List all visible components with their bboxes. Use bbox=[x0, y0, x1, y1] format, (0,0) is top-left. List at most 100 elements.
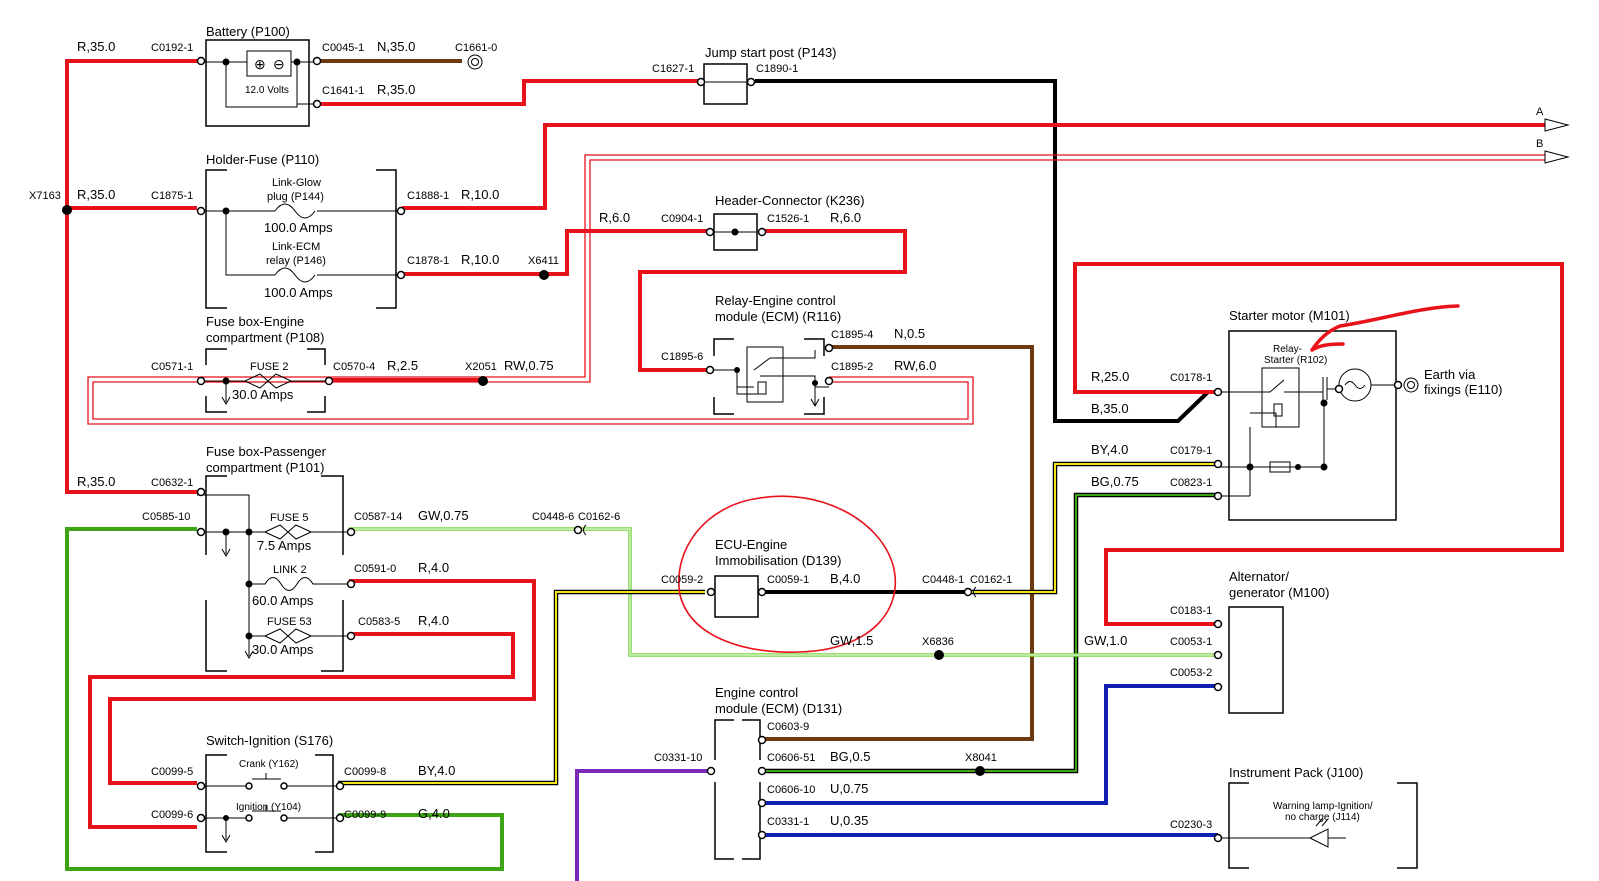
fuse-box-passenger-title-1: Fuse box-Passenger bbox=[206, 444, 327, 459]
label-c0591-0: C0591-0 bbox=[354, 563, 396, 575]
label-c0583-5: C0583-5 bbox=[358, 616, 400, 628]
pin-c0162-1 bbox=[973, 586, 977, 598]
link-glow-label-2: plug (P144) bbox=[267, 191, 324, 203]
label-c0448-6: C0448-6 bbox=[532, 511, 574, 523]
pin-c0606-10 bbox=[757, 798, 767, 808]
wire-green-bg bbox=[760, 494, 1218, 772]
fuse-53-amps: 30.0 Amps bbox=[252, 642, 314, 657]
ignition-switch-box bbox=[205, 754, 334, 853]
pin-c0178-1 bbox=[1213, 387, 1223, 397]
splice-x6836 bbox=[934, 650, 944, 660]
link-2-label: LINK 2 bbox=[273, 564, 307, 576]
battery-cell bbox=[246, 50, 292, 77]
pin-c0448-6 bbox=[573, 525, 583, 535]
fuse-box-passenger-node-2 bbox=[245, 528, 253, 536]
fuse-2-label: FUSE 2 bbox=[250, 361, 289, 373]
wire-label-u035: U,0.35 bbox=[830, 813, 868, 828]
offpage-label-a: A bbox=[1536, 106, 1544, 118]
ignition-node bbox=[223, 815, 229, 821]
crank-label: Crank (Y162) bbox=[239, 759, 298, 770]
wire-label-bg075: BG,0.75 bbox=[1091, 474, 1139, 489]
wire-label-gw1: GW,1.0 bbox=[1084, 633, 1127, 648]
warning-lamp-label-1: Warning lamp-Ignition/ bbox=[1273, 801, 1373, 812]
pin-c0603-9 bbox=[757, 735, 767, 745]
label-c0099-5: C0099-5 bbox=[151, 766, 193, 778]
label-c1641-1: C1641-1 bbox=[322, 85, 364, 97]
relay-ecm-coil bbox=[757, 381, 767, 395]
label-x8041: X8041 bbox=[965, 752, 997, 764]
label-c0603-9: C0603-9 bbox=[767, 721, 809, 733]
wire-red-c1641 bbox=[319, 79, 700, 106]
ignition-title: Switch-Ignition (S176) bbox=[206, 733, 333, 748]
wires bbox=[65, 59, 1564, 881]
label-x6411: X6411 bbox=[528, 255, 559, 267]
relay-ecm-coil-frame bbox=[746, 346, 784, 403]
crank-contact-r bbox=[280, 782, 288, 790]
wire-label-b35: B,35.0 bbox=[1091, 401, 1129, 416]
wire-label-n35: N,35.0 bbox=[377, 39, 415, 54]
connector-pins bbox=[196, 54, 1403, 843]
earth-label-2: fixings (E110) bbox=[1424, 382, 1503, 397]
wire-black-b35 bbox=[755, 79, 1210, 423]
wire-yellow-by-starter bbox=[968, 463, 1218, 593]
ecu-immob-title-1: ECU-Engine bbox=[715, 537, 787, 552]
wire-label-rw6: RW,6.0 bbox=[894, 358, 936, 373]
earth-label-1: Earth via bbox=[1424, 367, 1476, 382]
pin-c1641-1 bbox=[312, 99, 322, 109]
link-ecm-label-2: relay (P146) bbox=[266, 255, 326, 267]
label-c0570-4: C0570-4 bbox=[333, 361, 375, 373]
pin-c0904-1 bbox=[705, 227, 715, 237]
starter-relay-label-1: Relay- bbox=[1273, 344, 1302, 355]
label-c0448-1: C0448-1 bbox=[922, 574, 964, 586]
label-c0099-9: C0099-9 bbox=[344, 809, 386, 821]
label-c0331-1: C0331-1 bbox=[767, 816, 809, 828]
wire-label-r10-b: R,10.0 bbox=[461, 252, 499, 267]
wire-label-r4-a: R,4.0 bbox=[418, 560, 449, 575]
wire-red-c1878 bbox=[402, 229, 710, 276]
pin-c0099-9 bbox=[335, 813, 345, 823]
fuse-box-passenger-node-4 bbox=[245, 632, 253, 640]
wire-purple bbox=[575, 769, 707, 881]
earth-symbol bbox=[1403, 377, 1419, 393]
fuse-2-ground bbox=[221, 381, 231, 406]
wire-label-r25-fuse2: R,2.5 bbox=[387, 358, 418, 373]
battery-box bbox=[205, 39, 310, 127]
ignition-contact bbox=[197, 805, 338, 819]
pin-c0632-1 bbox=[196, 487, 206, 497]
pin-c0570-4 bbox=[324, 376, 334, 386]
label-c1895-2: C1895-2 bbox=[831, 361, 873, 373]
fuse-5-symbol bbox=[197, 524, 349, 540]
offpage-arrow-b bbox=[1544, 150, 1570, 164]
pin-c0045-1 bbox=[312, 56, 322, 66]
fuse-box-passenger-title-2: compartment (P101) bbox=[206, 460, 325, 475]
wire-rw-loop-outer bbox=[87, 154, 1545, 425]
pin-c0099-8 bbox=[335, 781, 345, 791]
alternator-title-1: Alternator/ bbox=[1229, 569, 1289, 584]
warning-lamp-label-2: no charge (J114) bbox=[1285, 812, 1360, 823]
fuse-box-passenger-internal bbox=[197, 494, 250, 636]
pin-c0162-6 bbox=[583, 524, 587, 536]
instrument-pack-title: Instrument Pack (J100) bbox=[1229, 765, 1363, 780]
label-c1878-1: C1878-1 bbox=[407, 255, 449, 267]
fuse-2-amps: 30.0 Amps bbox=[232, 387, 294, 402]
starter-motor-box bbox=[1228, 330, 1397, 521]
wire-label-r35-mid: R,35.0 bbox=[77, 187, 115, 202]
fuse-53-label: FUSE 53 bbox=[267, 616, 312, 628]
pin-c1661-0-outer bbox=[467, 54, 483, 70]
wire-label-r35-c1641: R,35.0 bbox=[377, 82, 415, 97]
pin-c1888-1 bbox=[396, 206, 406, 216]
crank-contact-l bbox=[245, 782, 253, 790]
wire-green-loop bbox=[65, 527, 504, 871]
label-c1895-4: C1895-4 bbox=[831, 329, 873, 341]
relay-ecm-box bbox=[713, 338, 825, 415]
offpage-arrow-a bbox=[1544, 118, 1570, 132]
wire-yellow-by-ign bbox=[338, 591, 705, 784]
pin-c1890-1 bbox=[746, 77, 756, 87]
starter-relay-coil bbox=[1273, 403, 1283, 417]
label-c0053-1: C0053-1 bbox=[1170, 636, 1212, 648]
earth-symbol-inner bbox=[1407, 381, 1415, 389]
link-ecm-amps: 100.0 Amps bbox=[264, 285, 333, 300]
label-c1875-1: C1875-1 bbox=[151, 190, 193, 202]
wire-label-by4-starter: BY,4.0 bbox=[1091, 442, 1128, 457]
fuse-box-engine-title-1: Fuse box-Engine bbox=[206, 314, 304, 329]
